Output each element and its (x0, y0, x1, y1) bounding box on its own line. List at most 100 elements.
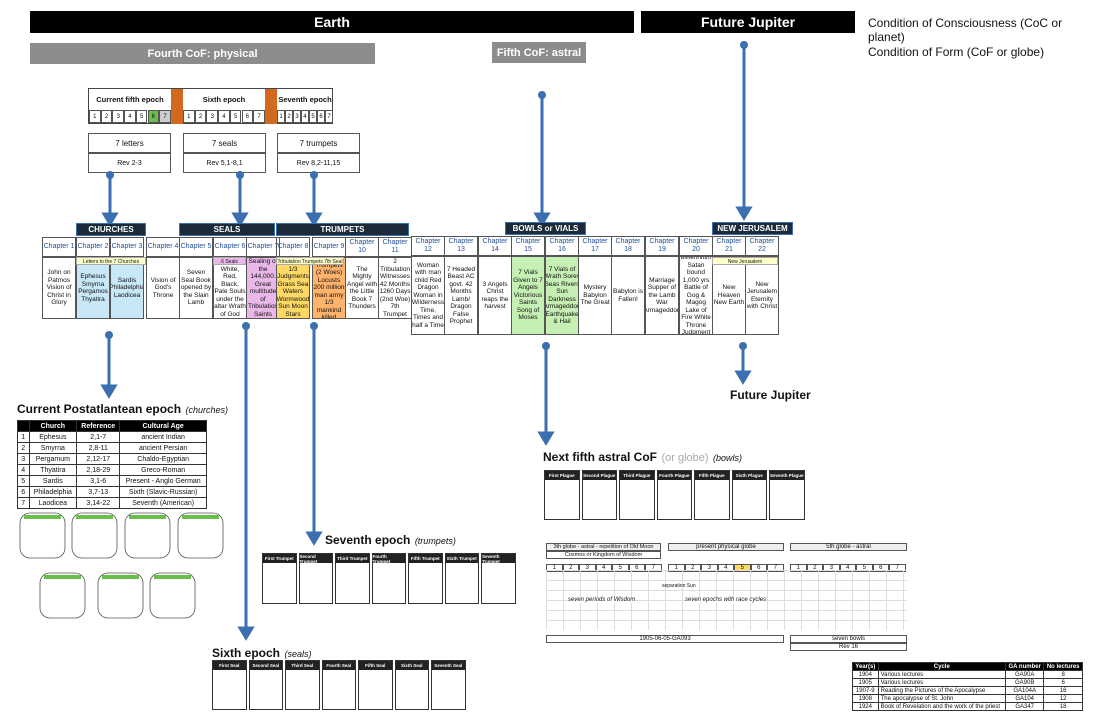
header-churches: CHURCHES (76, 223, 146, 236)
arrow-head (533, 212, 551, 227)
chapter-number: Chapter 13 (444, 236, 478, 256)
future-jupiter-label: Future Jupiter (700, 14, 796, 30)
epoch-number: 7 (253, 110, 265, 123)
card-header: Fourth Plague (657, 471, 691, 480)
chapter-body: 2 Tribulation Witnesses 42 Months 1260 D… (378, 257, 412, 319)
future-jupiter-label-2: Future Jupiter (730, 388, 811, 402)
globe-5: 5th globe - astral (790, 543, 907, 551)
box-seals-ref: Rev 5,1-8,1 (183, 153, 266, 173)
epoch-number: 7 (159, 110, 171, 123)
column-header: Church (28, 420, 78, 432)
chapter-number: Chapter 9 (312, 237, 346, 257)
globe-table: 3th globe - astral - repetition of Old M… (546, 542, 908, 654)
table-cell: Pergamum (28, 453, 78, 465)
table-cell: 18 (1043, 702, 1083, 711)
epoch-number: 6 (241, 110, 254, 123)
epoch-number: 1 (89, 110, 101, 123)
chapter-body: 6 Seals 4 Horsemen White, Red, Black, Pa… (213, 257, 247, 319)
column-header: Cultural Age (119, 420, 207, 432)
card-header: Third Trumpet (336, 554, 369, 563)
next-heading: Next fifth astral CoF (543, 450, 658, 464)
chapter-body: 2 Trumpets (2 Woes) Locusts 200 million … (312, 257, 346, 319)
card: Fourth Seal (321, 660, 356, 710)
epoch-number: 1 (183, 110, 195, 123)
globe-sep: separation Sun (662, 583, 696, 589)
globe-3: 3th globe - astral - repetition of Old M… (546, 543, 661, 551)
table-cell: GA90A (1005, 670, 1045, 679)
card-header: Fifth Trumpet (409, 554, 442, 563)
chapter-number: Chapter 16 (545, 236, 579, 256)
sixth-heading: Sixth epoch (212, 646, 281, 660)
chapter-number: Chapter 3 (110, 237, 144, 257)
chapter-body: Babylon is Fallen! (611, 256, 645, 335)
globe-bowls: seven bowls (790, 635, 907, 643)
box-letters: 7 letters (88, 133, 171, 153)
chapter-body: Marriage Supper of the Lamb War Armagedd… (645, 256, 679, 335)
epoch-number: 4 (301, 110, 309, 123)
chapter-number: Chapter 17 (578, 236, 612, 256)
churches-sketch (19, 512, 224, 619)
card: Seventh Trumpet (481, 553, 516, 604)
card-header: First Trumpet (263, 554, 296, 563)
card: Seventh Seal (431, 660, 466, 710)
arrow-head (100, 384, 118, 399)
table-cell: ancient Persian (119, 442, 207, 454)
chapter-body: Seven Seal Book opened by the Slain Lamb (179, 257, 213, 319)
card-header: Fifth Seal (359, 661, 392, 670)
fifth-cof-bar: Fifth CoF: astral (492, 42, 586, 63)
table-cell: 4 (17, 464, 30, 476)
chapter-number: Chapter 4 (146, 237, 180, 257)
chapter-number: Chapter 8 (276, 237, 310, 257)
table-cell: GA104A (1005, 686, 1045, 695)
box-seals: 7 seals (183, 133, 266, 153)
seventh-sub: (trumpets) (414, 536, 456, 546)
table-cell: 2,18-29 (76, 464, 121, 476)
chapter-body: Millennium Satan bound 1,000 yrs Battle … (679, 256, 713, 335)
table-cell: 3,1-6 (76, 475, 121, 487)
epoch-number: 3 (206, 110, 219, 123)
chapter-number: Chapter 20 (679, 236, 713, 256)
arrow-head (101, 212, 119, 227)
chapter-number: Chapter 15 (511, 236, 545, 256)
table-cell: GA347 (1005, 702, 1045, 711)
card: Second Trumpet (298, 553, 333, 604)
table-cell: The apocalypse of St. John (877, 694, 1007, 703)
sixth-sub: (seals) (284, 649, 312, 659)
postatlantean-sub: (churches) (185, 405, 228, 415)
fourth-cof-bar: Fourth CoF: physical (30, 43, 375, 64)
chapter-number: Chapter 2 (76, 237, 110, 257)
chapter-body: Ephesus Smyrna Pergamos Thyatira (76, 257, 110, 319)
chapter-body: 7 Headed Beast AC govt. 42 Months Lamb/ … (444, 256, 478, 335)
table-cell: 1908 (852, 694, 879, 703)
card-header: Seventh Trumpet (482, 554, 515, 564)
card: Fifth Trumpet (408, 553, 443, 604)
chapter-number: Chapter 12 (411, 236, 445, 256)
table-cell: 12 (1043, 694, 1083, 703)
epoch-number: 1 (277, 110, 285, 123)
card-header: Seventh Plague (770, 471, 804, 480)
chapter-body: Sealing of the 144,000. Great multitude … (246, 257, 280, 319)
table-cell: 1 (17, 431, 30, 443)
card-header: Fourth Seal (322, 661, 355, 670)
card-header: Second Trumpet (299, 554, 332, 564)
card: First Plague (544, 470, 580, 520)
chapter-number: Chapter 21 (712, 236, 746, 256)
seventh-heading: Seventh epoch (325, 533, 411, 547)
arrow-head (735, 206, 753, 221)
chapter-body: Mystery Babylon The Great (578, 256, 612, 335)
postatlantean-title: Current Postatlantean epoch (churches) (17, 400, 228, 418)
next-grey: (or globe) (661, 452, 709, 464)
card: Third Seal (285, 660, 320, 710)
table-cell: 1907-9 (852, 686, 879, 695)
table-cell: Book of Revelation and the work of the p… (877, 702, 1007, 711)
next-sub: (bowls) (713, 453, 743, 463)
chapter-number: Chapter 11 (378, 237, 412, 257)
